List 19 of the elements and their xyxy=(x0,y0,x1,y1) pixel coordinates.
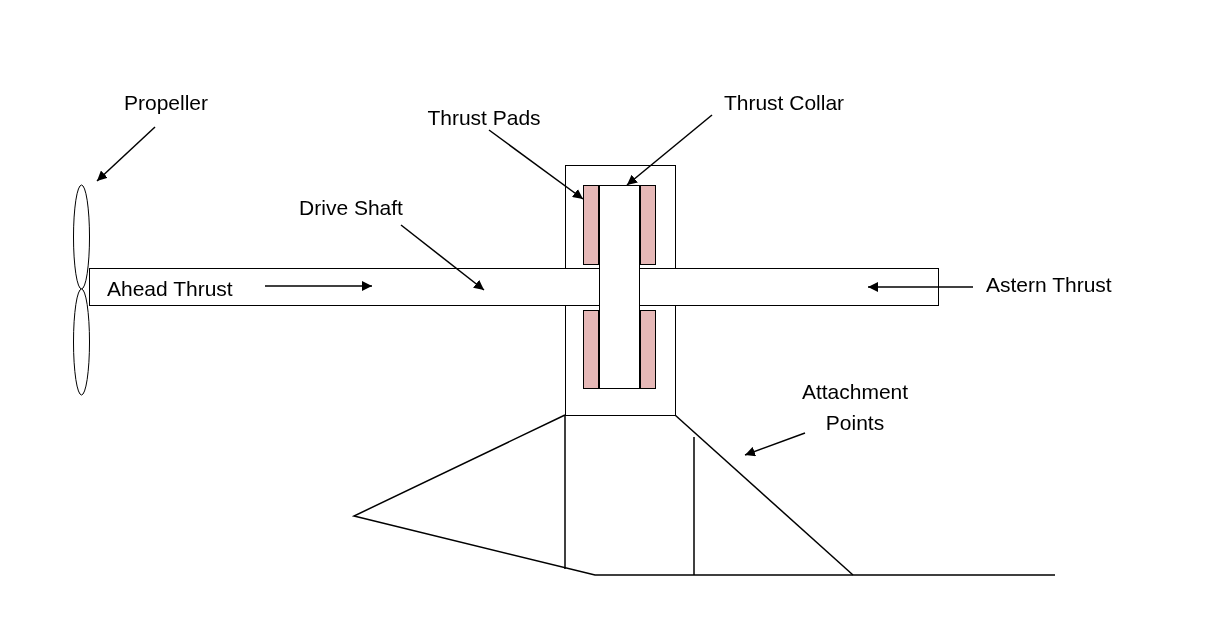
leader-arrow xyxy=(488,129,584,200)
thrust-pad xyxy=(583,185,599,265)
thrust-collar xyxy=(599,185,640,389)
thrust-pad xyxy=(640,310,656,389)
leader-arrow xyxy=(744,432,806,457)
part-label: Attachment Points xyxy=(800,379,910,436)
part-label: Drive Shaft xyxy=(299,194,403,221)
leader-arrow xyxy=(626,114,713,186)
drive-shaft-bar xyxy=(89,268,939,306)
part-label: Thrust Pads xyxy=(427,104,541,131)
thrust-pad xyxy=(583,310,599,389)
leader-arrow xyxy=(96,126,156,182)
thrust-label: Ahead Thrust xyxy=(107,276,233,302)
thrust-label: Astern Thrust xyxy=(986,272,1112,298)
leader-arrow xyxy=(400,224,485,291)
thrust-pad xyxy=(640,185,656,265)
part-label: Thrust Collar xyxy=(723,89,845,116)
propeller-drawing xyxy=(72,183,91,396)
part-label: Propeller xyxy=(123,89,208,116)
